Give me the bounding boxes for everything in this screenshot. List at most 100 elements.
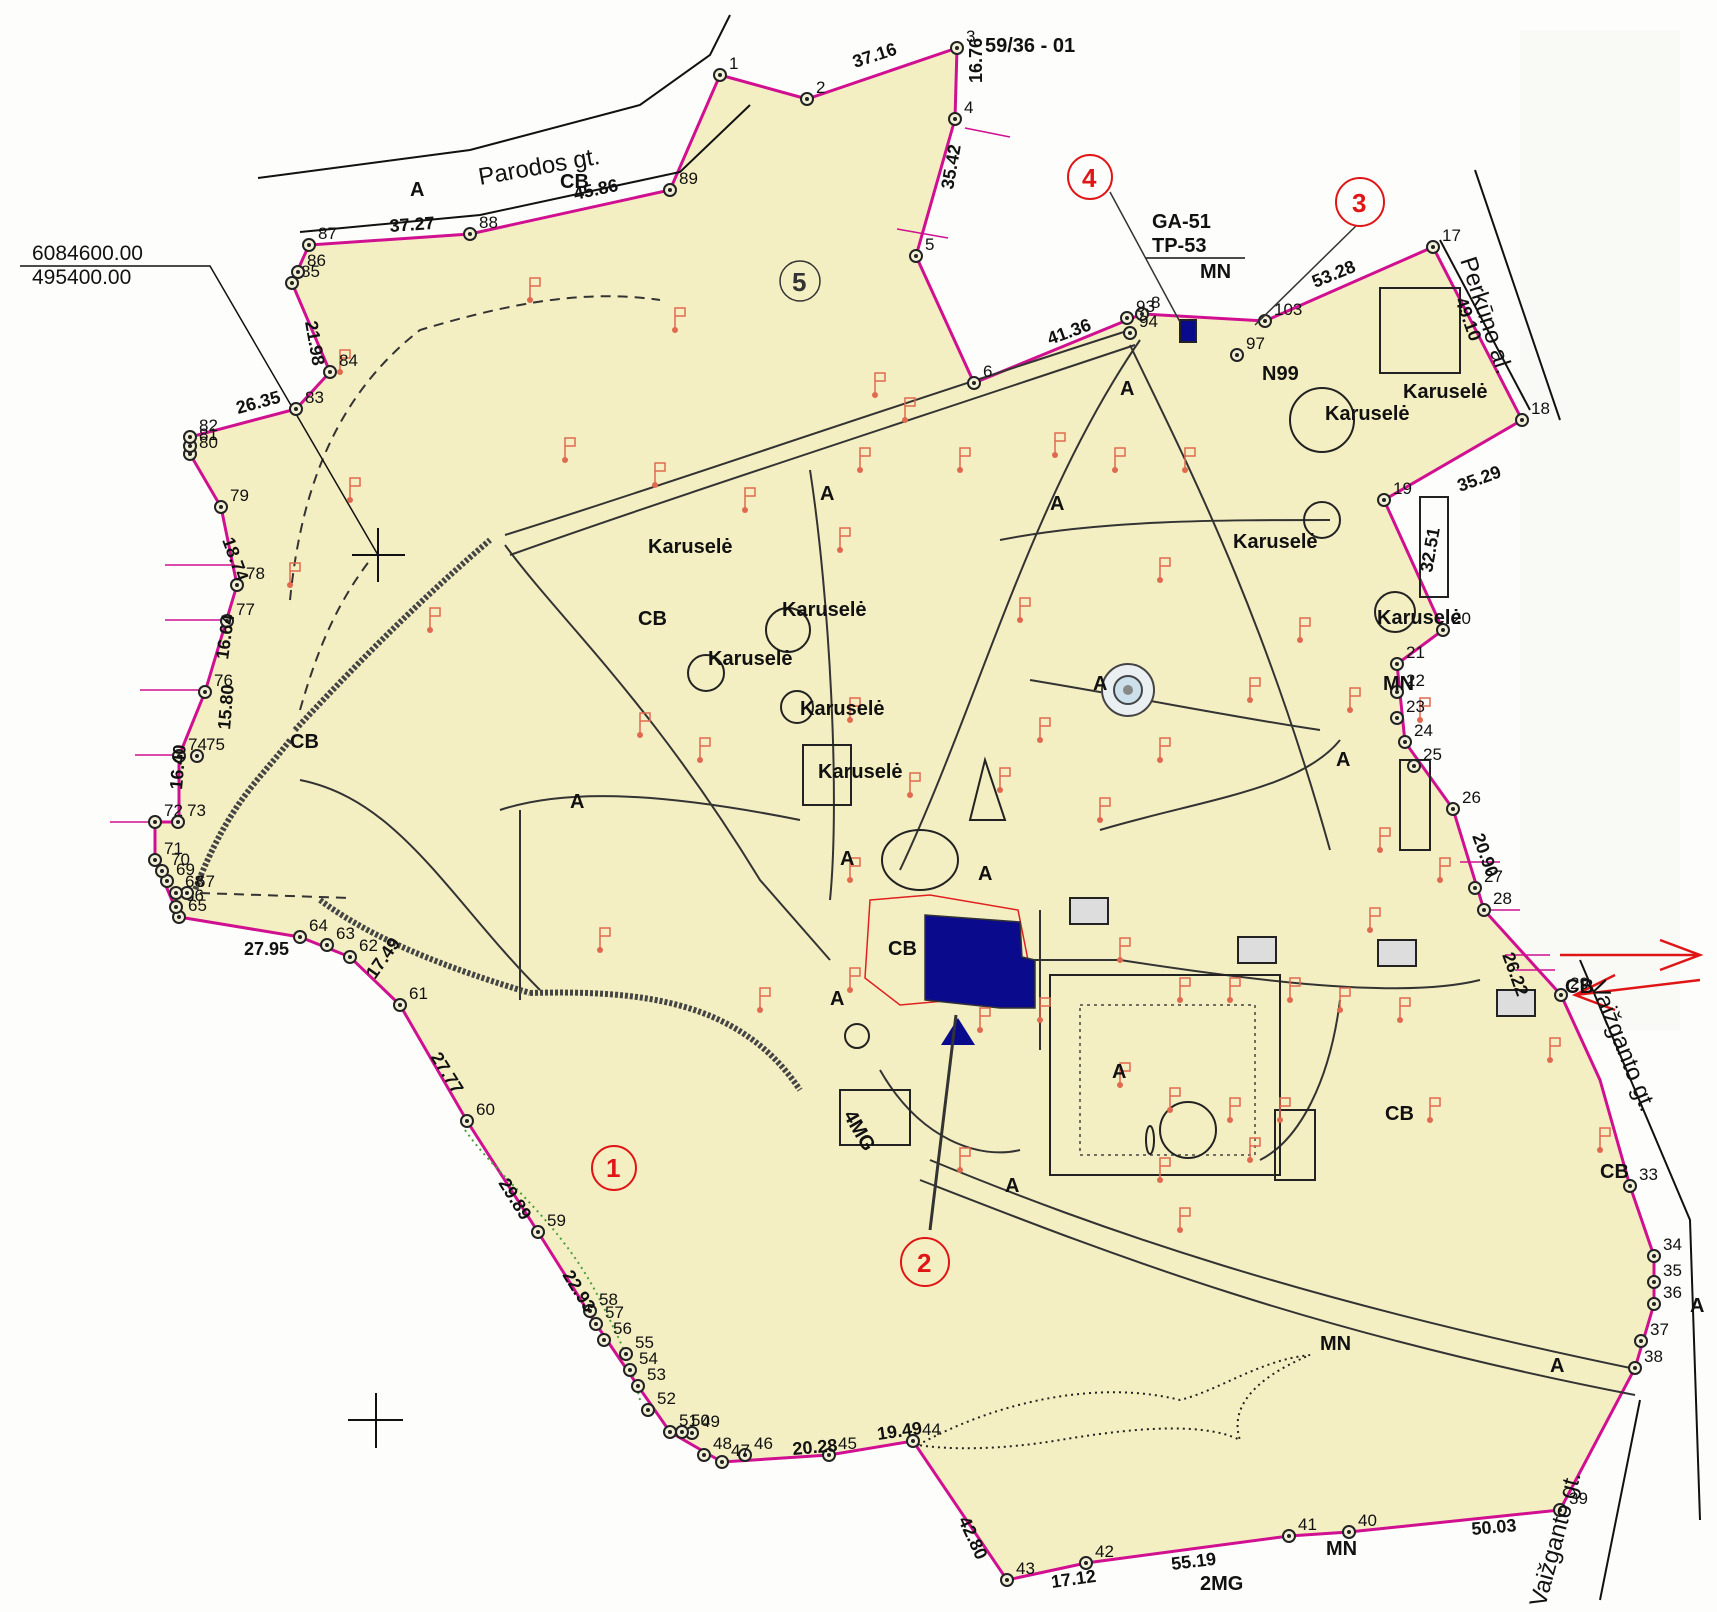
boundary-point-label: 39 [1569, 1489, 1588, 1508]
boundary-point: 82 [183, 416, 218, 444]
tree-icon [907, 772, 921, 798]
label-a-7: A [830, 988, 844, 1010]
tree-icon [1182, 447, 1196, 473]
arrow-icons [1560, 938, 1704, 1012]
boundary-point: 77 [220, 600, 255, 628]
boundary-point-label: 19 [1393, 479, 1412, 498]
tree-icon [1337, 987, 1351, 1013]
label-cb-1: CB [638, 608, 667, 630]
boundary-point: 55 [619, 1333, 654, 1361]
boundary-point-label: 44 [922, 1420, 941, 1439]
boundary-point-label: 63 [336, 924, 355, 943]
tree-icon [337, 349, 351, 375]
boundary-point: 39 [1553, 1489, 1588, 1517]
svg-text:3: 3 [1352, 188, 1366, 218]
boundary-point-label: 8 [1151, 293, 1160, 312]
boundary-point-label: 87 [318, 224, 337, 243]
tree-icon [1227, 1097, 1241, 1123]
dimension-label: 16.40 [166, 744, 190, 791]
boundary-point-label: 103 [1274, 300, 1302, 319]
boundary-point-label: 36 [1663, 1283, 1682, 1302]
boundary-point-label: 75 [206, 735, 225, 754]
svg-text:1: 1 [606, 1153, 620, 1183]
boundary-point-label: 79 [230, 486, 249, 505]
tree-icon [1157, 737, 1171, 763]
tree-icon [1247, 1137, 1261, 1163]
label-cb-2: CB [290, 731, 319, 753]
boundary-point-label: 33 [1639, 1165, 1658, 1184]
tree-icon [1167, 1087, 1181, 1113]
tree-icon [837, 527, 851, 553]
tree-icon [1177, 1207, 1191, 1233]
tree-icon [427, 607, 441, 633]
boundary-point: 69 [160, 860, 195, 888]
label-a-12: A [1093, 673, 1107, 695]
boundary-point-label: 54 [639, 1349, 658, 1368]
boundary-point: 33 [1623, 1165, 1658, 1193]
boundary-point-label: 43 [1016, 1559, 1035, 1578]
boundary-point-label: 58 [599, 1290, 618, 1309]
boundary-point: 56 [597, 1319, 632, 1347]
plaza [1049, 974, 1281, 1176]
tag-mn: MN [1200, 261, 1231, 283]
boundary-point-label: 65 [188, 896, 207, 915]
boundary-point-label: 18 [1531, 399, 1550, 418]
boundary-point: 26 [1446, 788, 1481, 816]
boundary-point-label: 46 [754, 1434, 773, 1453]
tree-icon [1037, 717, 1051, 743]
tree-icon [757, 987, 771, 1013]
boundary-point: 65 [172, 896, 207, 924]
map-sheet-number: 59/36 - 01 [985, 35, 1075, 57]
tree-icon [1437, 857, 1451, 883]
boundary-point-label: 41 [1298, 1515, 1317, 1534]
boundary-point-label: 52 [657, 1389, 676, 1408]
boundary-point-label: 21 [1406, 643, 1425, 662]
boundary-point-label: 4 [964, 98, 973, 117]
boundary-point: 52 [641, 1389, 676, 1417]
tree-icon [1397, 997, 1411, 1023]
boundary-point-label: 84 [339, 351, 358, 370]
boundary-point: 71 [148, 839, 183, 867]
boundary-point: 51 [663, 1411, 698, 1439]
boundary-point: 37 [1634, 1320, 1669, 1348]
tree-icon [847, 967, 861, 993]
label-cb-3: CB [1385, 1103, 1414, 1125]
label-cb-6: CB [1600, 1161, 1629, 1183]
boundary-point: 44 [906, 1420, 941, 1448]
boundary-point: 68 [169, 872, 204, 900]
label-a-8: A [1005, 1175, 1019, 1197]
boundary-point: 73 [171, 801, 206, 829]
tree-icon [1427, 1097, 1441, 1123]
tree-icon [977, 1007, 991, 1033]
label-a-2: A [1050, 493, 1064, 515]
tree-icon [527, 277, 541, 303]
circled-marker-2: 2 [900, 1014, 958, 1287]
tree-icon [672, 307, 686, 333]
boundary-point: 62 [343, 936, 378, 964]
boundary-point: 94 [1123, 312, 1158, 340]
dimension-label: 27.95 [244, 939, 289, 959]
boundary-point: 18 [1515, 399, 1550, 427]
boundary-point-label: 68 [185, 872, 204, 891]
label-a-13: A [1336, 749, 1350, 771]
boundary-point: 46 [738, 1434, 773, 1462]
boundary-point-label: 38 [1644, 1347, 1663, 1366]
boundary-point-label: 70 [171, 850, 190, 869]
boundary-point: 40 [1342, 1511, 1377, 1539]
svg-text:2: 2 [917, 1248, 931, 1278]
tree-icon [1547, 1037, 1561, 1063]
carousel-label: Karuselė [1377, 607, 1462, 629]
boundary-point: 75 [190, 735, 225, 763]
boundary-point: 17 [1426, 226, 1461, 254]
boundary-point-label: 20 [1452, 609, 1471, 628]
boundary-point: 29 [1554, 974, 1589, 1002]
boundary-point-label: 42 [1095, 1542, 1114, 1561]
boundary-point-label: 71 [164, 839, 183, 858]
tag-ga: GA-51 [1152, 211, 1211, 233]
boundary-point: 27 [1468, 867, 1503, 895]
label-a-5: A [978, 863, 992, 885]
pond [914, 1354, 1311, 1450]
label-a-10: A [1690, 1295, 1704, 1317]
label-a-3: A [1120, 378, 1134, 400]
